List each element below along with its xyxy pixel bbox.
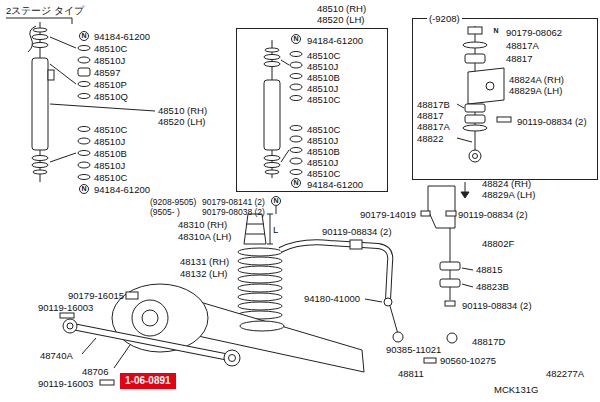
- part-number: 48706: [82, 366, 108, 377]
- part-number: 48811: [398, 368, 424, 379]
- part-number: 90179-08062: [506, 27, 562, 38]
- part-number: 48510C: [307, 94, 340, 105]
- part-number: 48740A: [40, 350, 73, 361]
- part-number: 48131 (RH): [180, 256, 229, 267]
- part-number: 48510C: [94, 172, 127, 183]
- part-number: 90119-16003: [38, 302, 93, 313]
- part-number: 90119-08834 (2): [517, 116, 587, 127]
- nut-symbol-letter: N: [81, 32, 86, 40]
- part-number: 48510 (RH): [158, 105, 207, 116]
- part-number: 48802F: [482, 238, 514, 249]
- part-number: MCK131G: [494, 384, 538, 395]
- part-number: 48510J: [94, 136, 125, 147]
- part-number: 48310 (RH): [178, 219, 227, 230]
- part-number: 94180-41000: [304, 293, 360, 304]
- part-number: 90179-14019: [360, 209, 416, 220]
- part-number: 48510B: [307, 146, 340, 157]
- part-number: 48510 (RH): [317, 3, 366, 14]
- part-number: 48510C: [307, 168, 340, 179]
- part-number: 48510B: [94, 148, 127, 159]
- part-number: L: [273, 224, 278, 235]
- part-number: 94184-61200: [94, 184, 150, 195]
- part-number: 48510J: [307, 135, 338, 146]
- part-number: 48520 (LH): [158, 116, 206, 127]
- part-number: 48510C: [94, 43, 127, 54]
- part-number: 90119-16003: [38, 378, 93, 389]
- part-number: 48510J: [307, 61, 338, 72]
- part-number: 90385-11021: [386, 344, 441, 355]
- part-number: 48510P: [94, 79, 127, 90]
- part-number: 94184-61200: [307, 35, 363, 46]
- part-number: 48510Q: [94, 91, 128, 102]
- part-number: 48310A (LH): [178, 231, 231, 242]
- part-number: 48817: [506, 53, 532, 64]
- part-number: 90119-08834 (2): [322, 226, 392, 237]
- nut-symbol-letter: N: [493, 27, 498, 35]
- part-number: 90119-08834 (2): [462, 300, 532, 311]
- part-number: 94184-61200: [94, 31, 150, 42]
- part-number: 48510J: [94, 55, 125, 66]
- part-number: 48815: [476, 264, 502, 275]
- part-number: 2ステージ タイプ: [6, 5, 84, 16]
- part-number: 48510J: [307, 83, 338, 94]
- part-number: 90179-16015: [68, 290, 124, 301]
- part-number: 482277A: [546, 368, 584, 379]
- part-number: 90179-08141 (2): [202, 197, 265, 208]
- part-number: 90119-08834 (2): [458, 209, 528, 220]
- inset-box: (-9208)90179-0806248817A4881748824A (RH)…: [412, 18, 598, 180]
- part-number: 48510C: [307, 124, 340, 135]
- part-number: 48510C: [94, 124, 127, 135]
- part-number: 48829A (LH): [509, 85, 562, 96]
- part-number: 48817D: [472, 336, 505, 347]
- part-number: (9208-9505): [150, 197, 196, 208]
- part-number: 48510J: [94, 160, 125, 171]
- part-number: 48520 (LH): [317, 14, 365, 25]
- nut-symbol-letter: N: [293, 179, 298, 187]
- part-number: 48822: [417, 133, 443, 144]
- part-number: (9505- ): [150, 207, 180, 218]
- part-number: 48823B: [476, 281, 509, 292]
- part-number: 48817A: [417, 121, 450, 132]
- inset-box: 48510 (RH)48520 (LH)94184-6120048510C485…: [236, 28, 388, 192]
- part-number: 48824A (RH): [509, 74, 564, 85]
- part-number: 48510B: [307, 72, 340, 83]
- nut-symbol-letter: N: [293, 35, 298, 43]
- part-number: 48817A: [506, 40, 539, 51]
- tag-number: 1-06-0891: [125, 375, 171, 387]
- part-number: 90560-10275: [440, 355, 496, 366]
- nut-symbol-letter: N: [273, 197, 278, 205]
- part-number: 94184-61200: [307, 179, 363, 190]
- nut-symbol-letter: N: [81, 185, 86, 193]
- part-number: 48132 (LH): [180, 268, 228, 279]
- part-number: 48510C: [307, 50, 340, 61]
- part-number: 48597: [94, 67, 120, 78]
- highlight-tag: 1-06-0891: [120, 373, 176, 389]
- part-number: 48817: [417, 110, 443, 121]
- part-number: 48817B: [417, 99, 450, 110]
- part-number: (-9208): [427, 13, 462, 24]
- part-number: 48829A (LH): [482, 189, 535, 200]
- part-number: 90179-08038 (2): [202, 207, 265, 218]
- part-number: 48510J: [307, 157, 338, 168]
